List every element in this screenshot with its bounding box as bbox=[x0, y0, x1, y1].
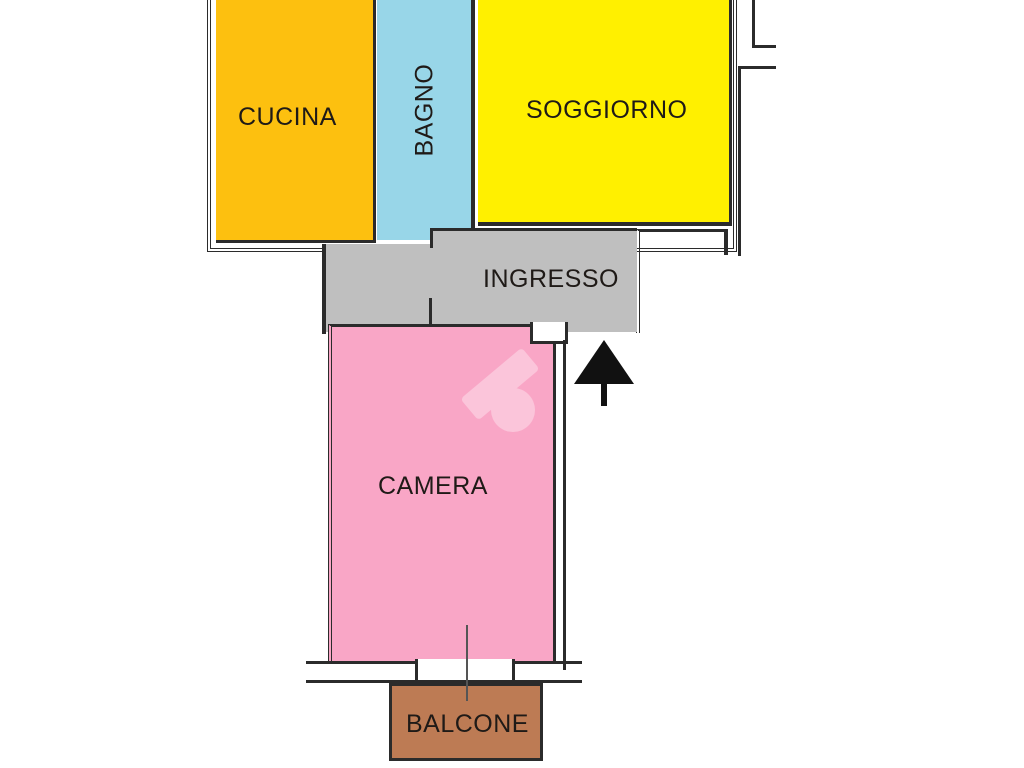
balcony-door bbox=[415, 659, 515, 683]
outer-wall-right-post bbox=[724, 229, 728, 255]
outer-wall-right-stub-2 bbox=[738, 66, 776, 256]
room-soggiorno: SOGGIORNO bbox=[478, 0, 732, 226]
room-bagno: BAGNO bbox=[377, 0, 475, 240]
room-label-cucina: CUCINA bbox=[238, 103, 337, 131]
door-center-line bbox=[466, 625, 468, 700]
wall-ingresso-left bbox=[322, 244, 326, 334]
outer-wall-right-stub bbox=[752, 0, 776, 48]
room-balcone: BALCONE bbox=[389, 683, 543, 761]
room-camera bbox=[328, 324, 556, 662]
outer-wall-right-block bbox=[636, 229, 726, 333]
watermark-logo-icon bbox=[455, 330, 565, 440]
room-ingresso-upper bbox=[430, 228, 637, 248]
door-center-line-lower bbox=[466, 683, 468, 701]
room-label-soggiorno: SOGGIORNO bbox=[526, 96, 688, 124]
room-cucina: CUCINA bbox=[216, 0, 376, 243]
room-label-ingresso: INGRESSO bbox=[483, 265, 619, 293]
room-label-bagno: BAGNO bbox=[410, 63, 439, 157]
entrance-arrow-icon bbox=[572, 338, 636, 408]
wall-camera-right-outer bbox=[563, 340, 566, 670]
closet-notch bbox=[530, 322, 568, 344]
room-label-balcone: BALCONE bbox=[406, 710, 529, 738]
wall-ingresso-partition bbox=[429, 298, 432, 324]
room-ingresso bbox=[326, 244, 637, 332]
room-label-camera: CAMERA bbox=[378, 472, 488, 500]
